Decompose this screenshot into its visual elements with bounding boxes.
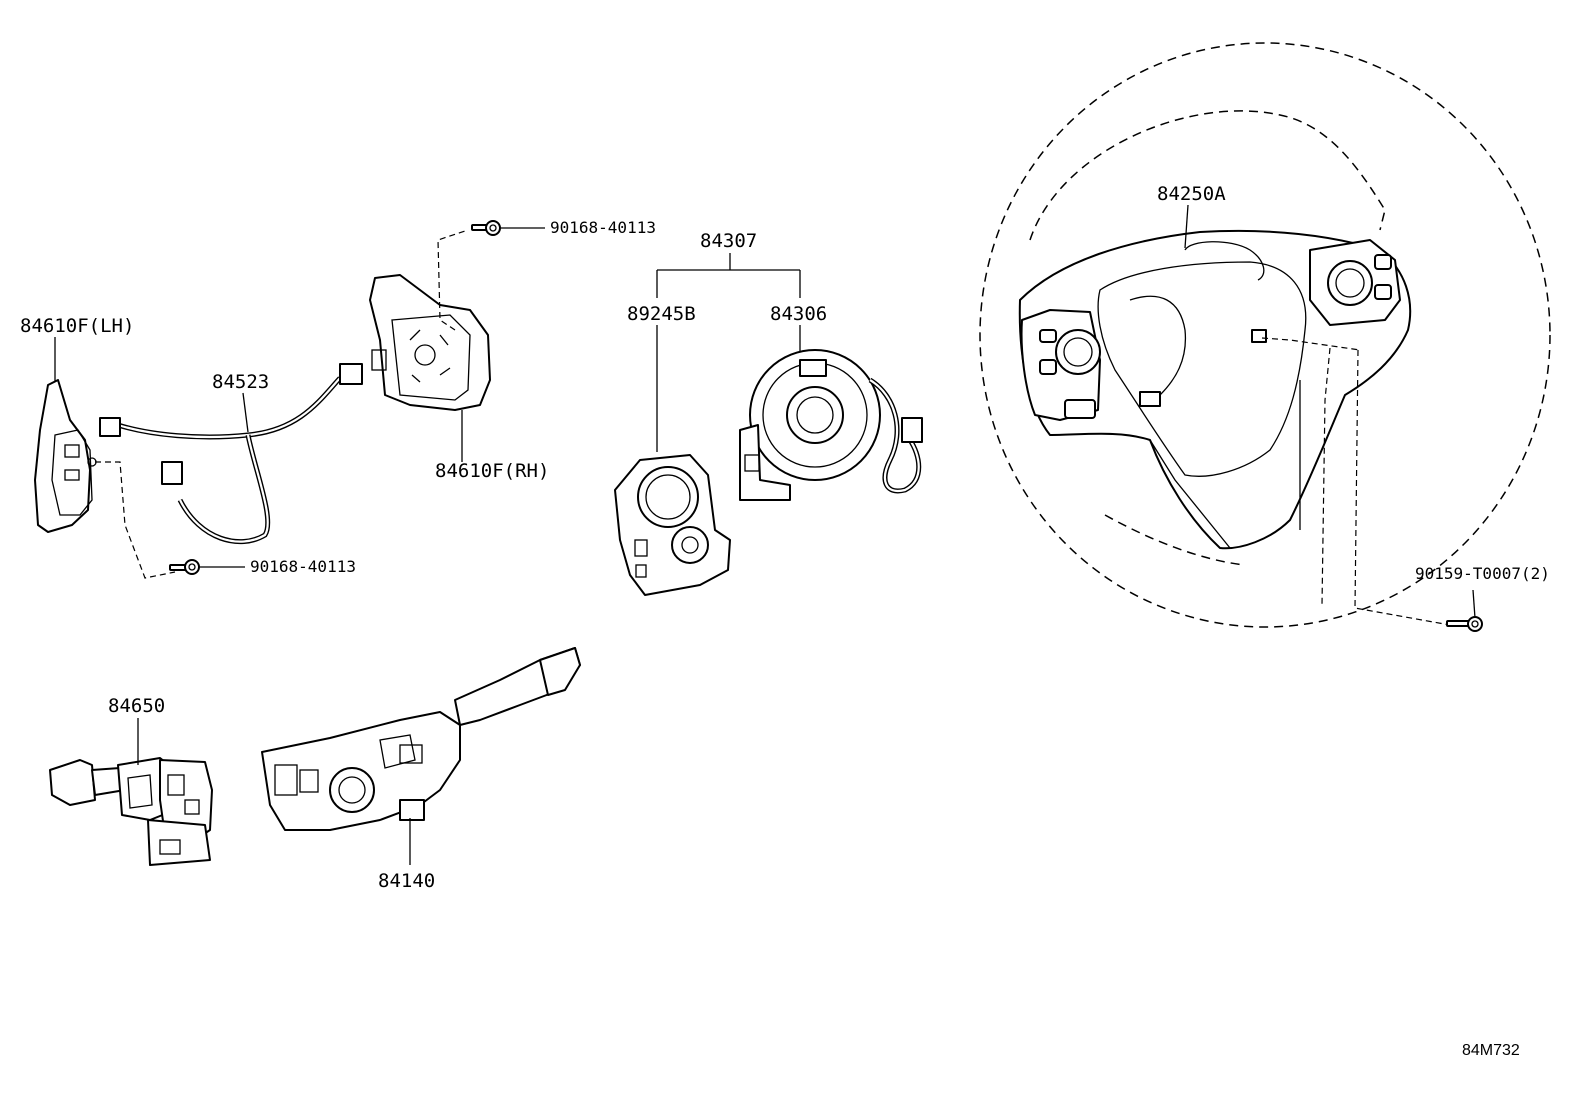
- spiral-assy-bracket: [656, 253, 801, 452]
- steering-switch-rh[interactable]: [369, 229, 491, 411]
- switch-bolt-upper[interactable]: [471, 220, 545, 236]
- wiper-switch[interactable]: [49, 757, 213, 866]
- steering-wheel-leader: [1184, 204, 1189, 249]
- spiral-cable-part-number[interactable]: 84306: [770, 303, 827, 325]
- harness-leader: [242, 392, 249, 433]
- wiper-switch-part-number[interactable]: 84650: [108, 695, 165, 717]
- steering-wheel-part-number[interactable]: 84250A: [1157, 183, 1226, 205]
- wire-harness[interactable]: [99, 363, 363, 545]
- wheel-bolt[interactable]: [1446, 589, 1483, 632]
- diagram-reference: 84M732: [1462, 1042, 1520, 1059]
- switch-lh-part-number[interactable]: 84610F(LH): [20, 315, 134, 337]
- turn-signal-switch[interactable]: [261, 647, 581, 831]
- harness-part-number[interactable]: 84523: [212, 371, 269, 393]
- bolt-upper-part-number[interactable]: 90168-40113: [550, 218, 656, 237]
- switch-rh-part-number[interactable]: 84610F(RH): [435, 460, 549, 482]
- switch-bolt-lower[interactable]: [95, 461, 245, 579]
- spiral-assy-part-number[interactable]: 84307: [700, 230, 757, 252]
- spiral-cable[interactable]: [739, 349, 923, 501]
- steering-wheel[interactable]: [979, 42, 1551, 628]
- steering-angle-sensor[interactable]: [614, 454, 731, 596]
- turn-switch-part-number[interactable]: 84140: [378, 870, 435, 892]
- wheel-bolt-part-number[interactable]: 90159-T0007(2): [1415, 564, 1550, 583]
- bolt-lower-part-number[interactable]: 90168-40113: [250, 557, 356, 576]
- steering-switch-lh[interactable]: [34, 379, 97, 533]
- sensor-part-number[interactable]: 89245B: [627, 303, 696, 325]
